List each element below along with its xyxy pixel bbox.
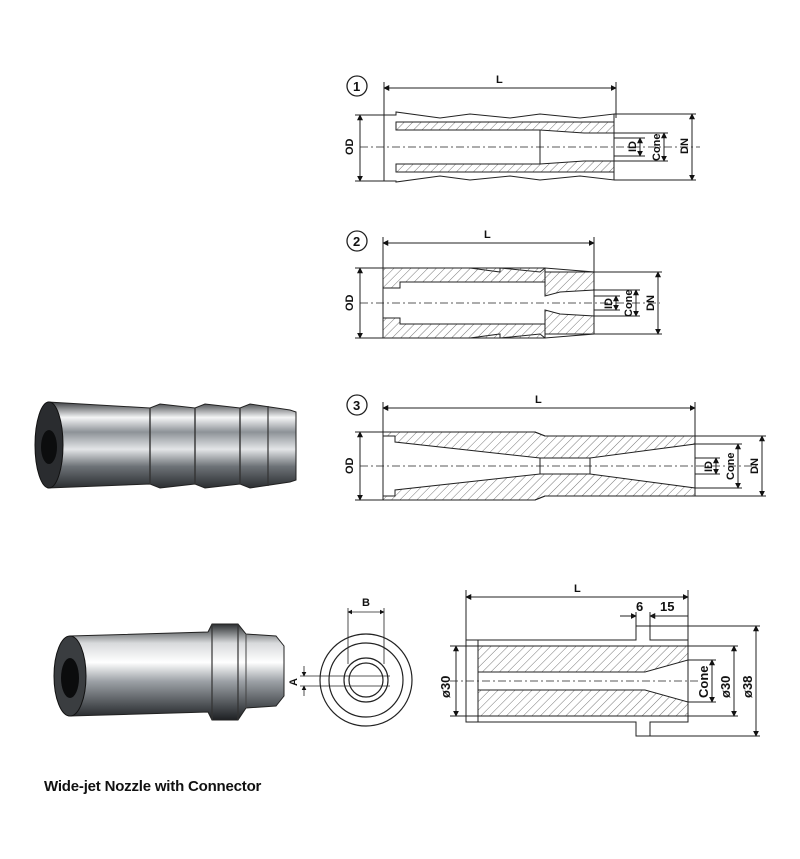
drawing-number: 1	[353, 79, 360, 94]
end-view-offset-label: A	[288, 678, 300, 686]
cone-label: Cone	[696, 666, 711, 699]
outer-diameter-label: OD	[344, 294, 356, 311]
nominal-diameter-label: DN	[645, 295, 657, 311]
outer-diameter-label: OD	[344, 457, 356, 474]
outer-diameter-label: OD	[344, 138, 356, 155]
drawing-number-badge	[346, 230, 368, 252]
cone-label: Cone	[651, 134, 663, 162]
drawing-number: 2	[353, 234, 360, 249]
nominal-diameter-label: DN	[679, 138, 691, 154]
cone-label: Cone	[623, 290, 635, 318]
length-label: L	[496, 74, 503, 86]
end-view-width-label: B	[362, 597, 370, 609]
section-length-label: L	[574, 583, 581, 595]
drawing-number-badge	[346, 75, 368, 97]
figure-caption: Wide-jet Nozzle with Connector	[44, 778, 262, 795]
cone-label: Cone	[725, 453, 737, 481]
outer-diameter-label: ø38	[740, 676, 755, 698]
inner-diameter-label: ID	[703, 461, 715, 472]
drawing-1	[346, 75, 700, 183]
nozzle-photo-icon	[34, 401, 297, 489]
drawing-2	[346, 230, 662, 339]
length-label: L	[484, 229, 491, 241]
length-label: L	[535, 394, 542, 406]
inner-diameter-label: ID	[603, 298, 615, 309]
bore-diameter-label: ø30	[438, 676, 453, 698]
drawing-number: 3	[353, 398, 360, 413]
drawing-number-badge	[346, 394, 368, 416]
drawing-3	[346, 394, 766, 501]
neck-length-label: 15	[660, 599, 674, 614]
connector-section	[450, 590, 760, 737]
inner-diameter-label: ID	[627, 141, 639, 152]
collar-width-label: 6	[636, 599, 643, 614]
connector-photo-icon	[53, 623, 285, 721]
nominal-diameter-label: DN	[749, 458, 761, 474]
connector-end-view	[300, 608, 413, 727]
inner-diameter-label: ø30	[718, 676, 733, 698]
